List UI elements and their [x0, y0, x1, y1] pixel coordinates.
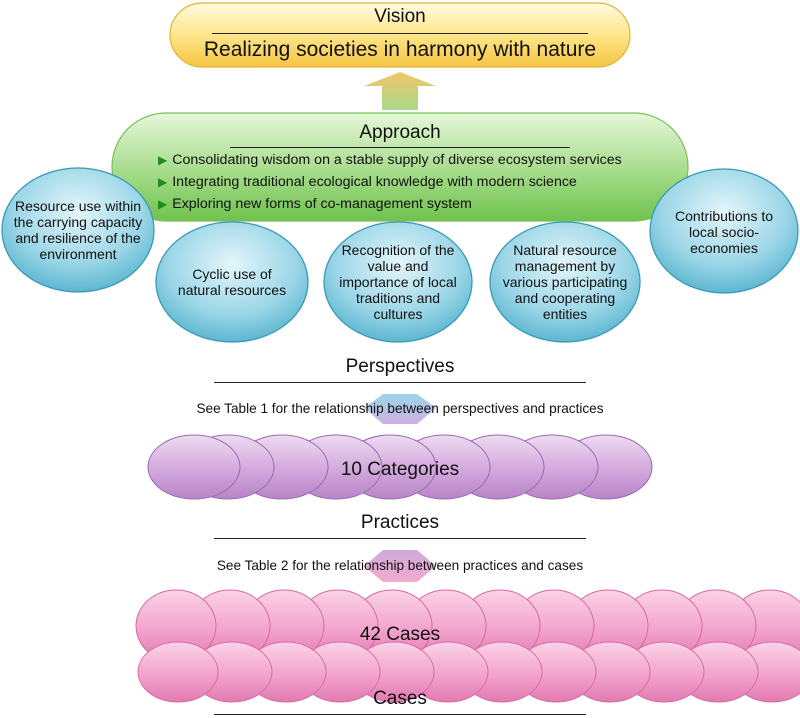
vision-divider — [212, 33, 588, 34]
practices-divider — [214, 538, 586, 539]
approach-bullet-text: Exploring new forms of co-management sys… — [172, 196, 472, 212]
category-circles — [147, 434, 653, 500]
approach-bullet-text: Integrating traditional ecological knowl… — [172, 174, 577, 190]
practices-label: Practices — [360, 512, 440, 533]
approach-bullet-2: ▶ Integrating traditional ecological know… — [158, 174, 577, 190]
perspectives-label: Perspectives — [345, 356, 455, 377]
vision-title: Vision — [374, 6, 426, 27]
category-circle — [147, 434, 241, 500]
up-arrow-icon — [364, 72, 436, 110]
approach-title: Approach — [359, 122, 441, 143]
categories-count: 10 Categories — [340, 459, 460, 480]
perspective-circle-4 — [489, 221, 641, 343]
perspectives-divider — [214, 382, 586, 383]
case-circle — [137, 641, 219, 703]
approach-bullet-text: Consolidating wisdom on a stable supply … — [172, 152, 622, 168]
cases-count: 42 Cases — [359, 624, 441, 645]
connector-hexagon-2 — [364, 550, 436, 582]
perspective-circle-5 — [649, 168, 799, 294]
cases-label: Cases — [373, 688, 427, 709]
perspective-text-2: Cyclic use of natural resources — [177, 266, 287, 298]
perspective-text-5: Contributions to local socio-economies — [674, 208, 774, 256]
approach-bullet-1: ▶ Consolidating wisdom on a stable supply… — [158, 152, 622, 168]
approach-box — [111, 112, 689, 222]
cases-divider — [214, 714, 586, 715]
case-circles — [135, 589, 800, 703]
perspective-circle-2 — [155, 221, 309, 343]
vision-box — [169, 2, 631, 68]
vision-statement: Realizing societies in harmony with natu… — [203, 38, 597, 61]
perspective-text-1: Resource use within the carrying capacit… — [13, 198, 143, 262]
connector-hexagon-1 — [364, 394, 436, 424]
triangle-bullet-icon: ▶ — [158, 175, 168, 189]
perspective-text-4: Natural resource management by various p… — [502, 242, 628, 322]
approach-bullet-3: ▶ Exploring new forms of co-management sy… — [158, 196, 472, 212]
triangle-bullet-icon: ▶ — [158, 153, 168, 167]
perspective-text-3: Recognition of the value and importance … — [339, 242, 457, 322]
perspectives-note: See Table 1 for the relationship between… — [196, 401, 604, 416]
practices-note: See Table 2 for the relationship between… — [216, 558, 584, 573]
approach-divider — [230, 147, 570, 148]
perspective-circle-3 — [323, 221, 473, 343]
perspective-circle-1 — [1, 167, 155, 293]
triangle-bullet-icon: ▶ — [158, 197, 168, 211]
